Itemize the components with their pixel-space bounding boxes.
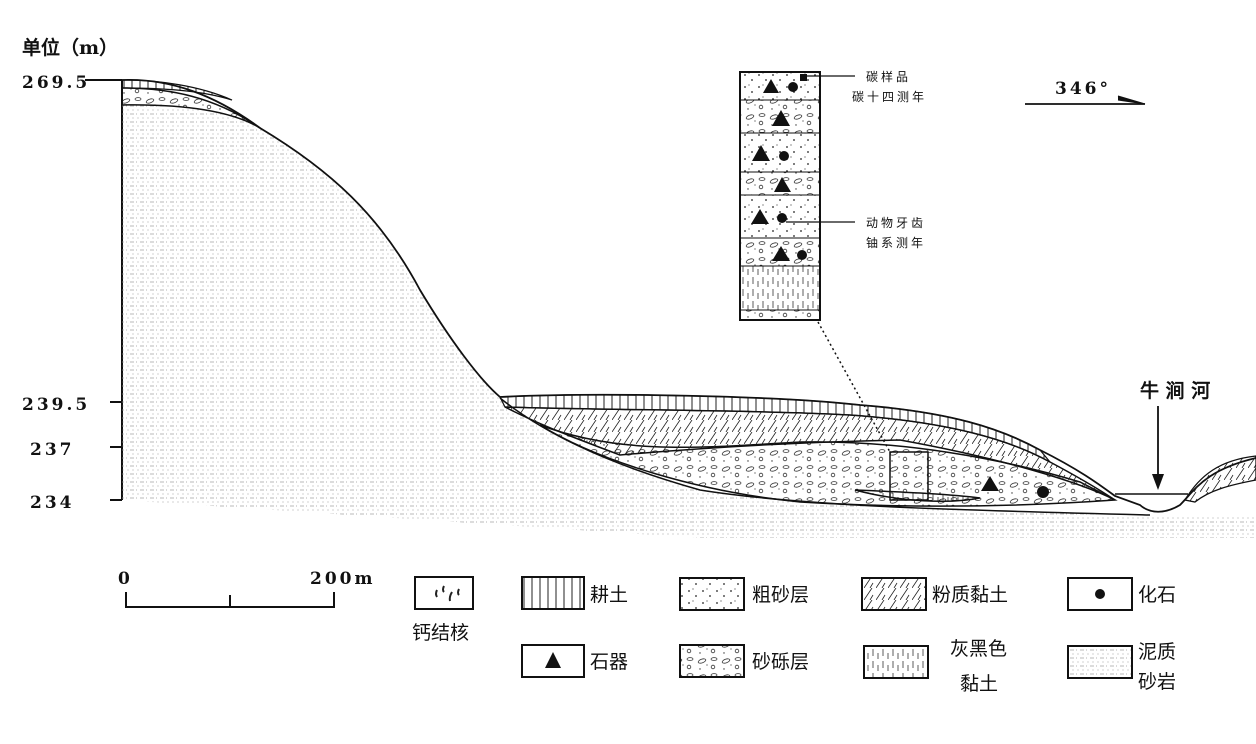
- scale-end-label: 200m: [310, 569, 375, 589]
- legend-label: 耕土: [590, 584, 628, 606]
- ground-surface: [121, 78, 1256, 513]
- scale-bar: 0 200m: [118, 569, 375, 608]
- legend-coarse-sand: 粗砂层: [679, 577, 809, 611]
- animal-teeth-note: 动物牙齿: [866, 216, 926, 230]
- legend-label: 粗砂层: [752, 584, 809, 606]
- legend-label: 钙结核: [412, 622, 469, 644]
- carbon-sample-note: 碳样品: [866, 69, 911, 84]
- elevation-tick-label: 237: [30, 440, 75, 460]
- orientation-label: 346°: [1055, 79, 1111, 99]
- orientation-indicator: 346°: [1025, 79, 1146, 105]
- legend-label: 砂砾层: [752, 651, 809, 673]
- legend-muddy-sandstone: 泥质 砂岩: [1067, 641, 1176, 693]
- legend-label: 石器: [590, 651, 628, 673]
- legend-calcareous-nodule: 钙结核: [412, 576, 474, 644]
- carbon-dating-note: 碳十四测年: [852, 90, 927, 104]
- gray-black-clay-lens: [854, 489, 981, 503]
- legend-gray-black-clay: 灰黑色 黏土: [863, 638, 1007, 695]
- elevation-tick-label: 239.5: [22, 395, 90, 415]
- legend: 钙结核 耕土 粗砂层 粉质黏土 化石 石器 砂砾层 灰黑色 黏土 泥质 砂岩: [412, 576, 1176, 695]
- legend-label: 黏土: [960, 673, 998, 695]
- legend-silty-clay: 粉质黏土: [861, 577, 1008, 611]
- legend-label: 粉质黏土: [932, 584, 1008, 606]
- legend-cultivated-soil: 耕土: [521, 576, 628, 610]
- uranium-dating-note: 铀系测年: [866, 236, 926, 250]
- fossil-marker: [1037, 486, 1049, 498]
- elevation-tick-label: 234: [30, 493, 75, 513]
- unit-label: 单位（m）: [22, 36, 118, 59]
- strata: [121, 78, 1256, 538]
- legend-fossil: 化石: [1067, 577, 1176, 611]
- gravel-base: [499, 397, 1151, 516]
- muddy-sandstone-layer: [122, 104, 1256, 538]
- elevation-tick-label: 269.5: [22, 73, 90, 93]
- legend-label: 灰黑色: [950, 638, 1007, 660]
- legend-label: 泥质: [1138, 641, 1176, 663]
- scale-start-label: 0: [118, 569, 133, 589]
- section-sample-box: [889, 451, 929, 501]
- stone-tool-marker: [981, 476, 999, 491]
- right-bank: [1183, 455, 1256, 503]
- legend-label: 化石: [1138, 584, 1176, 606]
- legend-label: 砂岩: [1138, 671, 1176, 693]
- legend-stone-tool: 石器: [521, 644, 628, 678]
- legend-gravel: 砂砾层: [679, 644, 809, 678]
- river-label: 牛 涧 河: [1140, 379, 1210, 402]
- elevation-axis: 单位（m） 269.5 239.5 237 234: [22, 36, 123, 513]
- stratigraphic-column: [739, 71, 855, 321]
